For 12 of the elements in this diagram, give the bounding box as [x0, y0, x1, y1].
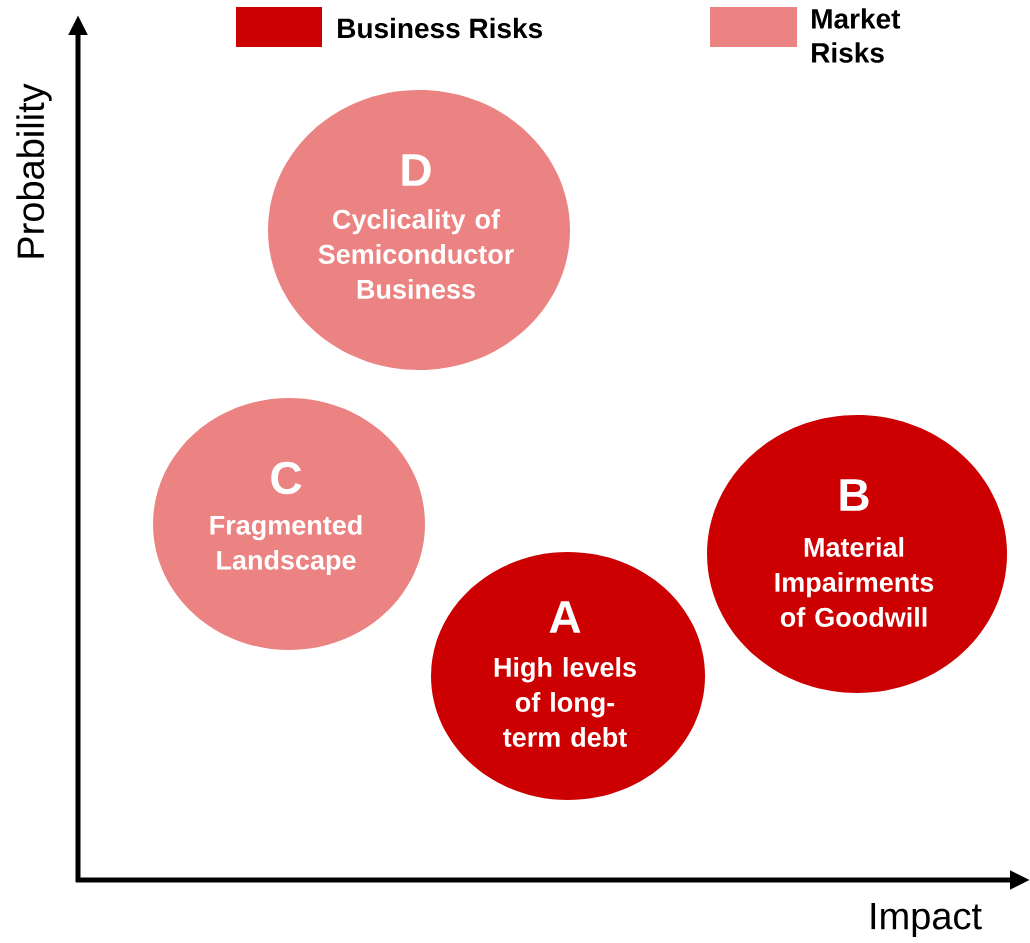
risk-letter: D	[402, 154, 431, 186]
risk-description: Cyclicality of Semiconductor Business	[318, 209, 514, 299]
axis-label: Impact	[871, 903, 982, 938]
risk-letter: A	[549, 601, 581, 633]
legend-label: Market Risks	[812, 8, 901, 63]
risk-description: Fragmented Landscape	[210, 514, 362, 576]
risk-letter: C	[271, 461, 302, 495]
legend-label: Business Risks	[338, 17, 542, 39]
risk-description: Material Impairments of Goodwill	[775, 537, 934, 627]
axis-label: Probability	[16, 83, 52, 258]
risk-letter: B	[840, 479, 869, 511]
risk-description: High levels of long-term debt	[494, 657, 636, 747]
